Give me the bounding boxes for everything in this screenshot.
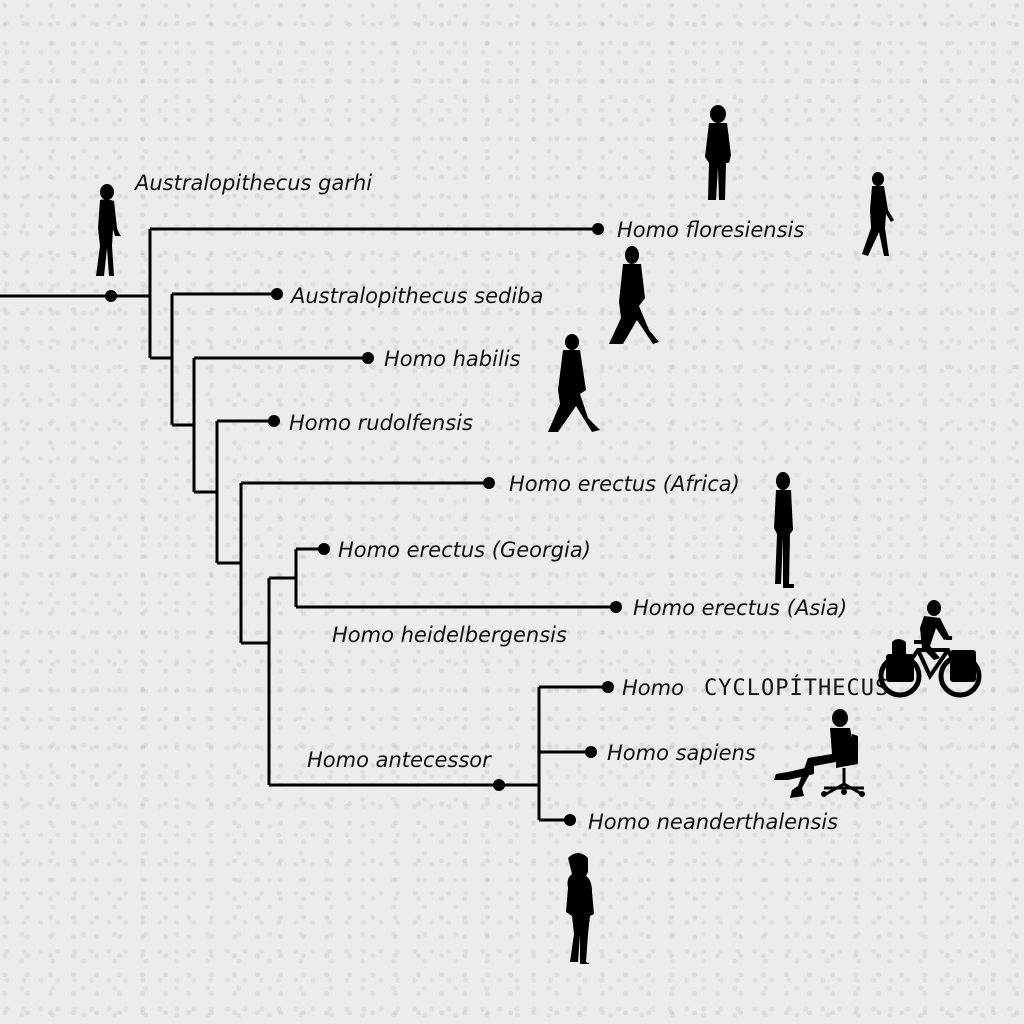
walking-hominin-icon (96, 184, 121, 276)
node-neanderthalensis (564, 814, 576, 826)
walking-hominin-icon (862, 172, 894, 256)
cyclist-icon (878, 600, 982, 698)
seated-office-worker-icon (774, 709, 865, 798)
standing-hominin-icon (705, 105, 731, 200)
walking-hominin-icon (548, 334, 600, 432)
label-erectus-georgia: Homo erectus (Georgia) (338, 538, 591, 562)
label-rudolfensis: Homo rudolfensis (289, 411, 473, 435)
label-heidelbergensis: Homo heidelbergensis (332, 623, 567, 647)
node-sapiens (585, 746, 597, 758)
tree-nodes (105, 223, 622, 826)
standing-hominin-icon (774, 472, 794, 588)
label-sediba: Australopithecus sediba (289, 284, 543, 308)
node-habilis (362, 352, 374, 364)
label-floresiensis: Homo floresiensis (617, 218, 804, 242)
label-sapiens: Homo sapiens (607, 741, 756, 765)
tree-branches (0, 227, 616, 822)
node-garhi (105, 290, 117, 302)
tree-labels: Australopithecus garhi Homo floresiensis… (133, 171, 889, 834)
node-erectus-georgia (318, 543, 330, 555)
node-erectus-africa (483, 477, 495, 489)
node-cyclopithecus (602, 681, 614, 693)
node-floresiensis (592, 223, 604, 235)
label-erectus-africa: Homo erectus (Africa) (509, 472, 740, 496)
node-erectus-asia (610, 601, 622, 613)
node-antecessor (493, 779, 505, 791)
node-sediba (271, 288, 283, 300)
silhouettes (96, 105, 982, 964)
label-erectus-asia: Homo erectus (Asia) (633, 596, 847, 620)
label-antecessor: Homo antecessor (307, 748, 492, 772)
label-cyclopithecus-genus: Homo (622, 676, 684, 700)
node-rudolfensis (268, 415, 280, 427)
label-neanderthalensis: Homo neanderthalensis (588, 810, 838, 834)
standing-hominin-icon (566, 853, 594, 964)
walking-hominin-icon (609, 246, 659, 344)
label-garhi: Australopithecus garhi (133, 171, 372, 195)
label-cyclopithecus-species: CYCLOPÍTHECUS (704, 675, 889, 701)
label-habilis: Homo habilis (384, 347, 521, 371)
